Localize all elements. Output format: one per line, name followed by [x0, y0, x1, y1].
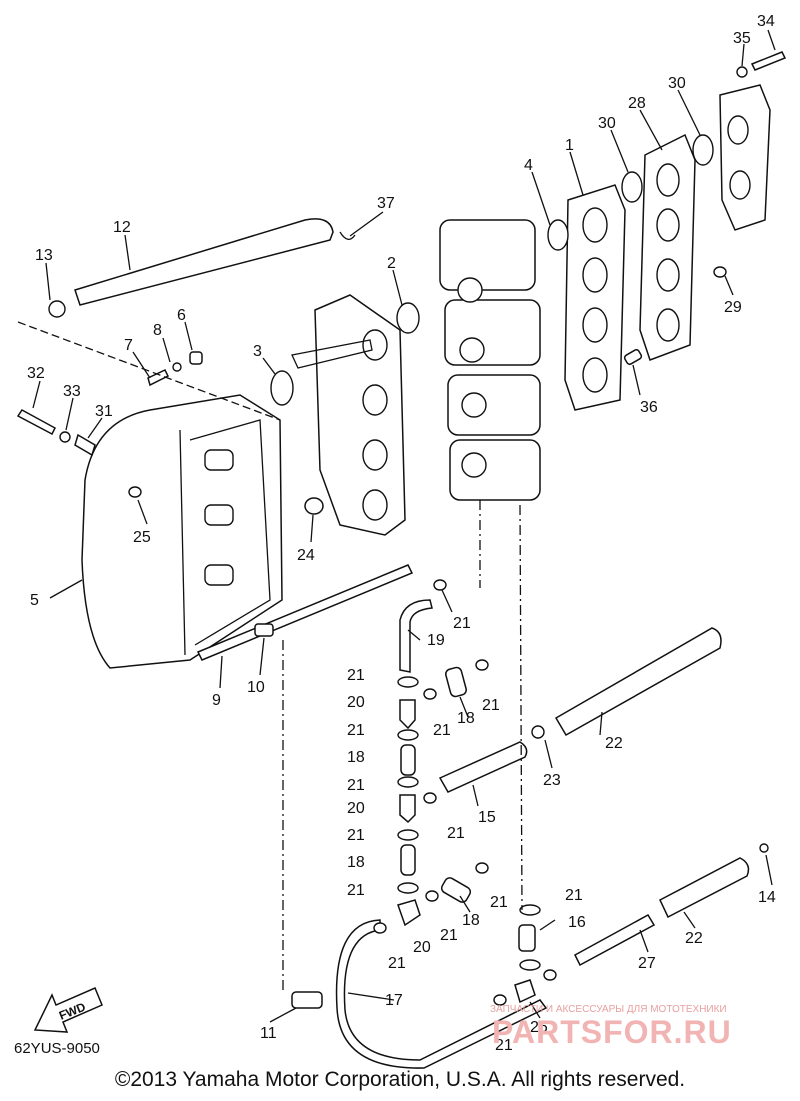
part-label-36: 36 [640, 399, 658, 416]
hose-22-upper [554, 627, 722, 737]
part-label-15: 15 [478, 809, 496, 826]
part-label-31: 31 [95, 403, 113, 420]
o-ring-4 [547, 219, 569, 251]
part-label-21-h: 21 [347, 827, 365, 844]
washer-8 [172, 362, 182, 372]
part-label-21-d: 21 [433, 722, 451, 739]
part-label-21-a: 21 [453, 615, 471, 632]
clip-14 [759, 843, 769, 853]
part-label-9: 9 [212, 692, 221, 709]
part-label-21-i: 21 [347, 882, 365, 899]
part-label-26: 26 [530, 1019, 548, 1036]
hose-17 [335, 919, 548, 1069]
hose-22-lower [659, 857, 750, 919]
part-label-25: 25 [133, 529, 151, 546]
part-label-3: 3 [253, 343, 262, 360]
part-label-35: 35 [733, 30, 751, 47]
gasket-28 [639, 133, 696, 361]
part-label-23: 23 [543, 772, 561, 789]
part-label-22-a: 22 [605, 735, 623, 752]
part-label-28: 28 [628, 95, 646, 112]
part-label-21-l: 21 [440, 927, 458, 944]
part-label-37: 37 [377, 195, 395, 212]
hose-27 [574, 913, 656, 967]
clamp-11 [291, 991, 323, 1009]
part-label-6: 6 [177, 307, 186, 324]
intake-plate-rear [719, 84, 771, 231]
o-ring-30b [692, 134, 714, 166]
fittings-column [128, 266, 727, 1006]
bolt-7 [147, 369, 170, 387]
hose-9 [196, 564, 414, 661]
part-label-20-c: 20 [413, 939, 431, 956]
washer-35 [736, 66, 748, 78]
part-label-5: 5 [30, 592, 39, 609]
part-label-17: 17 [385, 992, 403, 1009]
part-label-11: 11 [260, 1025, 277, 1042]
bolt-32 [16, 409, 56, 436]
hose-12 [74, 218, 334, 306]
part-label-21-m: 21 [388, 955, 406, 972]
part-label-34: 34 [757, 13, 775, 30]
hose-15 [438, 741, 528, 793]
part-label-27: 27 [638, 955, 656, 972]
bolt-34 [750, 51, 787, 71]
clip-37 [339, 231, 356, 240]
intake-plate [291, 294, 406, 536]
part-label-21-j: 21 [565, 887, 583, 904]
clamp-13 [48, 300, 66, 318]
watermark-logo: PARTSFOR.RU [492, 1014, 732, 1050]
clamp-10 [254, 623, 274, 637]
o-ring-2 [396, 302, 420, 334]
part-label-24: 24 [297, 547, 315, 564]
part-label-18-d: 18 [462, 912, 480, 929]
part-label-30a: 30 [668, 75, 686, 92]
part-label-20-a: 20 [347, 694, 365, 711]
collar-31 [74, 433, 96, 457]
part-label-21-c: 21 [482, 697, 500, 714]
part-label-19: 19 [427, 632, 445, 649]
part-label-33: 33 [63, 383, 81, 400]
part-label-30b: 30 [598, 115, 616, 132]
part-label-8: 8 [153, 322, 162, 339]
part-label-21-b: 21 [347, 667, 365, 684]
model-code: 62YUS-9050 [14, 1040, 100, 1057]
part-label-10: 10 [247, 679, 265, 696]
part-label-21-g: 21 [447, 825, 465, 842]
part-label-32: 32 [27, 365, 45, 382]
grommet-24 [304, 497, 324, 515]
part-label-21-n: 21 [495, 1037, 513, 1054]
part-label-12: 12 [113, 219, 131, 236]
part-label-13: 13 [35, 247, 53, 264]
o-ring-3 [270, 370, 294, 406]
part-label-21-f: 21 [347, 777, 365, 794]
watermark-caption: ЗАПЧАСТИ И АКСЕССУАРЫ ДЛЯ МОТОТЕХНИКИ [490, 1004, 727, 1015]
part-label-16: 16 [568, 914, 586, 931]
part-labels: 34 35 30 30 28 1 4 37 12 13 2 8 6 7 3 32… [27, 13, 776, 1054]
part-label-18-c: 18 [347, 854, 365, 871]
part-label-20-b: 20 [347, 800, 365, 817]
part-label-4: 4 [524, 157, 533, 174]
part-label-22-b: 22 [685, 930, 703, 947]
grommet-6 [189, 351, 203, 365]
leader-lines [17, 29, 776, 1023]
part-label-7: 7 [124, 337, 133, 354]
gasket-1 [564, 184, 626, 411]
part-label-21-k: 21 [490, 894, 508, 911]
part-label-29: 29 [724, 299, 742, 316]
part-label-18-a: 18 [457, 710, 475, 727]
part-label-1: 1 [565, 137, 574, 154]
o-ring-30a [621, 171, 643, 203]
silencer-5 [81, 394, 283, 669]
part-label-14: 14 [758, 889, 776, 906]
part-label-2: 2 [387, 255, 396, 272]
carburetor-assembly [439, 219, 541, 501]
part-label-18-b: 18 [347, 749, 365, 766]
fwd-arrow: FWD [33, 987, 103, 1033]
hose-19 [399, 599, 433, 673]
washer-33 [59, 431, 71, 443]
copyright-notice: ©2013 Yamaha Motor Corporation, U.S.A. A… [114, 1068, 686, 1091]
part-label-21-e: 21 [347, 722, 365, 739]
